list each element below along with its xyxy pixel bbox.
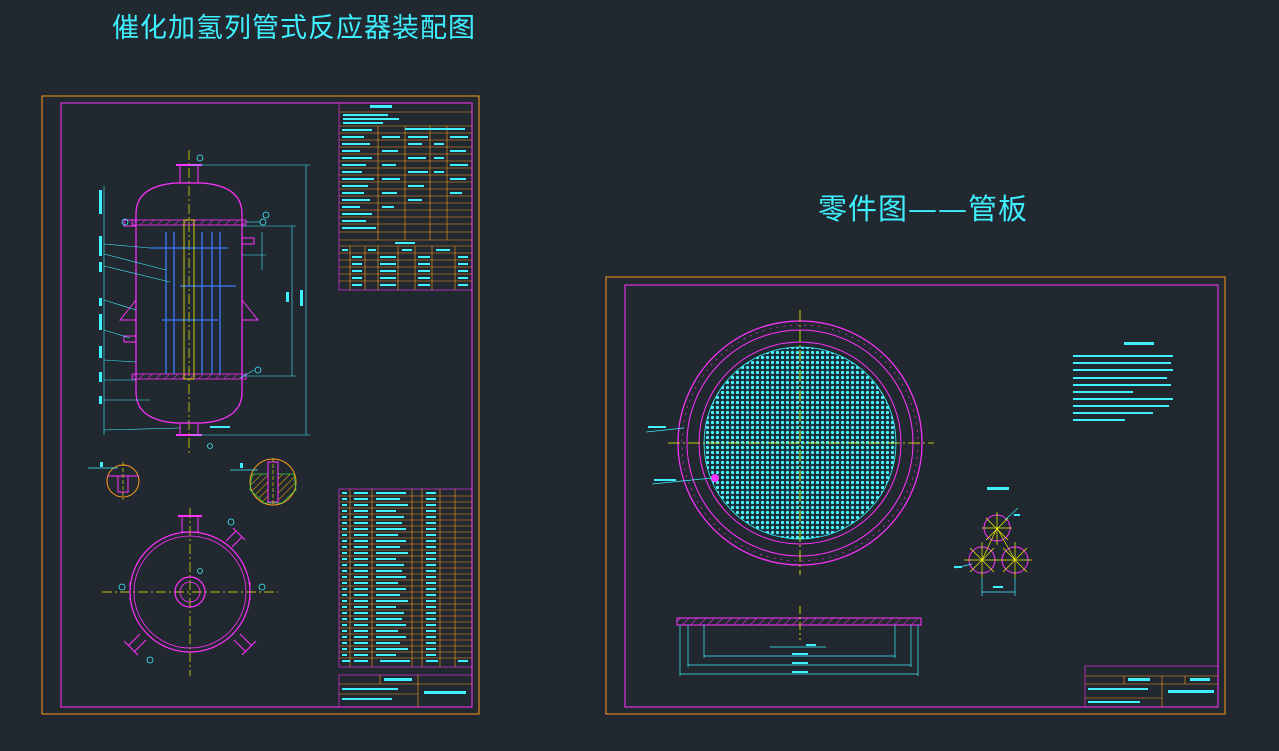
- detail-view-ii: [230, 458, 297, 506]
- assembly-sheet-inner-frame: [60, 102, 473, 708]
- tube-arrangement-detail: [954, 487, 1032, 596]
- part-sheet: [605, 276, 1226, 715]
- reactor-plan-view: [102, 508, 278, 676]
- technical-spec-table: [338, 102, 473, 291]
- part-sheet-inner-frame: [624, 284, 1219, 708]
- part-drawing-title: 零件图——管板: [818, 192, 1029, 226]
- part-title-block: [1084, 665, 1219, 708]
- tube-sheet-section-view: [676, 606, 922, 676]
- assembly-sheet: [41, 95, 480, 715]
- part-sheet-outer-frame: [605, 276, 1226, 715]
- assembly-title-block: [338, 674, 473, 708]
- detail-view-i: [88, 462, 140, 500]
- technical-requirements-notes: [1073, 342, 1173, 421]
- bill-of-materials-table: [338, 488, 473, 668]
- tube-sheet-plan-view: [645, 310, 934, 575]
- assembly-sheet-outer-frame: [41, 95, 480, 715]
- assembly-drawing-title: 催化加氢列管式反应器装配图: [112, 13, 476, 44]
- reactor-elevation-view: [99, 150, 310, 455]
